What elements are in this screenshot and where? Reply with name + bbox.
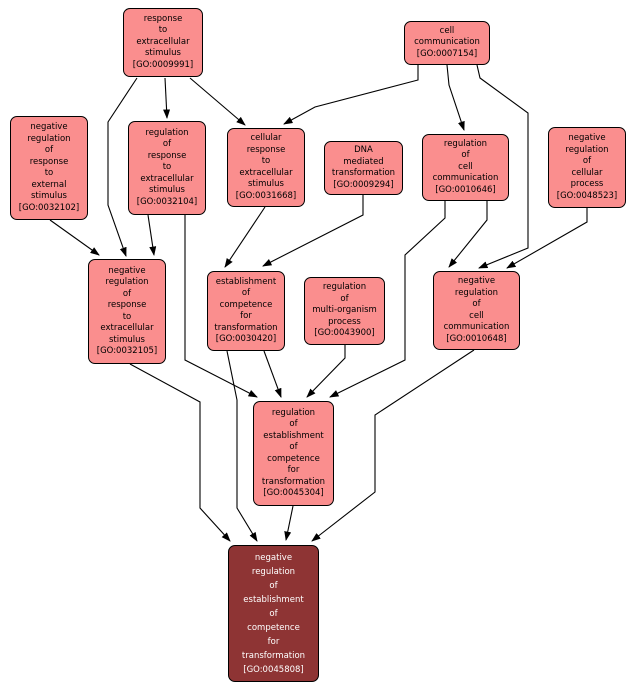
go-node-label: regulation of cell communication [GO:001…	[432, 138, 499, 195]
go-node-label: response to extracellular stimulus [GO:0…	[132, 13, 194, 70]
go-node-GO-0048523[interactable]: negative regulation of cellular process …	[548, 127, 626, 208]
go-node-GO-0032105[interactable]: negative regulation of response to extra…	[88, 259, 166, 364]
go-node-GO-0010648[interactable]: negative regulation of cell communicatio…	[433, 271, 520, 350]
edge-GO-0045304-to-GO-0045808	[284, 505, 294, 541]
edge-GO-0032102-to-GO-0032105	[49, 219, 100, 256]
edge-GO-0007154-to-GO-0010648	[476, 64, 529, 269]
edge-GO-0031668-to-GO-0030420	[224, 206, 266, 268]
edge-GO-0032104-to-GO-0045304	[184, 215, 258, 398]
go-node-GO-0045808[interactable]: negative regulation of establishment of …	[228, 545, 319, 682]
go-node-GO-0009294[interactable]: DNA mediated transformation [GO:0009294]	[324, 141, 403, 195]
go-node-label: DNA mediated transformation [GO:0009294]	[331, 145, 396, 190]
go-node-label: negative regulation of cell communicatio…	[443, 276, 510, 344]
go-node-label: negative regulation of cellular process …	[556, 133, 618, 201]
edge-GO-0009991-to-GO-0032104	[163, 77, 171, 119]
edge-GO-0010646-to-GO-0010648	[448, 201, 488, 268]
edge-GO-0009294-to-GO-0030420	[262, 195, 364, 267]
edge-GO-0007154-to-GO-0010646	[446, 64, 465, 131]
go-node-label: cell communication [GO:0007154]	[414, 25, 480, 59]
go-node-GO-0032104[interactable]: regulation of response to extracellular …	[128, 121, 206, 215]
edge-GO-0032105-to-GO-0045808	[129, 363, 231, 542]
edge-GO-0048523-to-GO-0010648	[506, 208, 588, 269]
go-node-label: regulation of establishment of competenc…	[261, 407, 326, 499]
go-node-label: negative regulation of response to exter…	[18, 122, 80, 213]
go-node-label: establishment of competence for transfor…	[214, 276, 278, 345]
go-node-GO-0031668[interactable]: cellular response to extracellular stimu…	[227, 128, 305, 207]
go-node-label: negative regulation of response to extra…	[96, 265, 158, 357]
edge-GO-0032104-to-GO-0032105	[147, 214, 157, 256]
go-node-GO-0007154[interactable]: cell communication [GO:0007154]	[404, 21, 490, 65]
edge-GO-0030420-to-GO-0045808	[226, 350, 258, 542]
edge-GO-0043900-to-GO-0045304	[306, 345, 346, 398]
edge-GO-0009991-to-GO-0032105	[107, 77, 138, 257]
go-node-GO-0043900[interactable]: regulation of multi-organism process [GO…	[304, 277, 385, 345]
edge-GO-0030420-to-GO-0045304	[263, 350, 282, 398]
go-node-label: regulation of response to extracellular …	[136, 127, 198, 207]
go-node-GO-0010646[interactable]: regulation of cell communication [GO:001…	[422, 134, 509, 201]
edge-GO-0010648-to-GO-0045808	[311, 349, 475, 542]
go-node-label: regulation of multi-organism process [GO…	[312, 282, 377, 339]
go-node-GO-0009991[interactable]: response to extracellular stimulus [GO:0…	[123, 8, 203, 77]
edge-GO-0007154-to-GO-0031668	[283, 65, 419, 125]
go-node-label: negative regulation of establishment of …	[241, 552, 306, 675]
go-node-GO-0045304[interactable]: regulation of establishment of competenc…	[253, 401, 334, 506]
go-node-label: cellular response to extracellular stimu…	[235, 133, 297, 201]
go-node-GO-0030420[interactable]: establishment of competence for transfor…	[207, 271, 285, 351]
go-node-GO-0032102[interactable]: negative regulation of response to exter…	[10, 116, 88, 220]
edge-GO-0009991-to-GO-0031668	[189, 77, 246, 126]
edge-GO-0010646-to-GO-0045304	[329, 201, 446, 398]
